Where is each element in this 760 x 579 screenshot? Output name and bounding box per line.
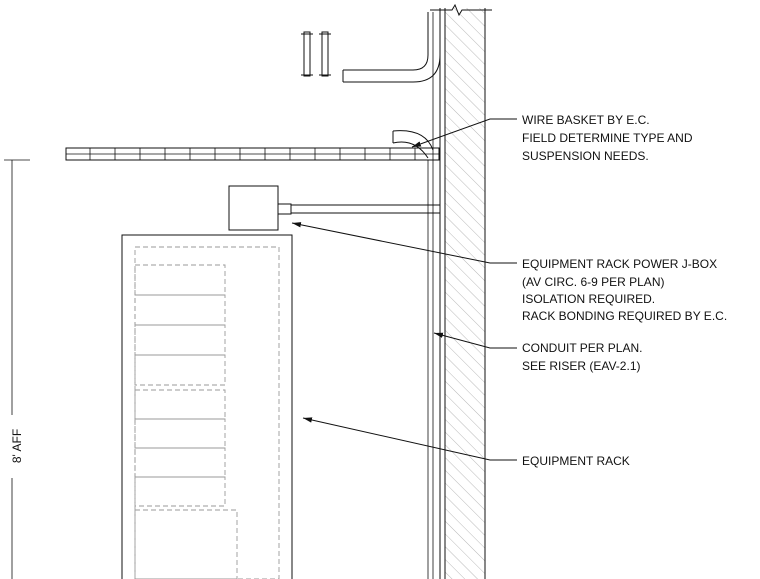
callout-rack: EQUIPMENT RACK — [522, 454, 630, 468]
callout-line: ISOLATION REQUIRED. — [522, 292, 655, 306]
leader-wire-basket — [411, 118, 517, 148]
callout-conduit: CONDUIT PER PLAN. SEE RISER (EAV-2.1) — [522, 341, 646, 373]
callout-line: WIRE BASKET BY E.C. — [522, 113, 650, 127]
dimension-label: 8' AFF — [10, 429, 24, 463]
leader-conduit — [433, 332, 517, 349]
height-dimension: 8' AFF — [4, 159, 30, 579]
leader-lines — [291, 118, 517, 461]
callout-line: EQUIPMENT RACK — [522, 454, 630, 468]
equipment-rack — [121, 234, 293, 579]
leader-rack — [302, 417, 517, 461]
wall-hatch — [445, 8, 485, 579]
wall-break-line — [430, 3, 492, 17]
wire-basket-tray — [65, 147, 440, 161]
callout-line: (AV CIRC. 6-9 PER PLAN) — [522, 275, 664, 289]
callout-line: SUSPENSION NEEDS. — [522, 149, 649, 163]
callout-line: CONDUIT PER PLAN. — [522, 341, 642, 355]
leader-jbox — [291, 222, 517, 264]
callout-jbox: EQUIPMENT RACK POWER J-BOX (AV CIRC. 6-9… — [522, 257, 727, 323]
conduit — [342, 12, 441, 579]
hanger-rods — [301, 31, 331, 77]
callout-line: FIELD DETERMINE TYPE AND — [522, 131, 693, 145]
power-jbox — [228, 185, 440, 231]
wall-section — [430, 3, 492, 579]
callout-line: SEE RISER (EAV-2.1) — [522, 359, 640, 373]
callout-wire-basket: WIRE BASKET BY E.C. FIELD DETERMINE TYPE… — [522, 113, 696, 163]
callout-line: RACK BONDING REQUIRED BY E.C. — [522, 309, 727, 323]
rack-slots — [134, 264, 238, 579]
callout-line: EQUIPMENT RACK POWER J-BOX — [522, 257, 717, 271]
